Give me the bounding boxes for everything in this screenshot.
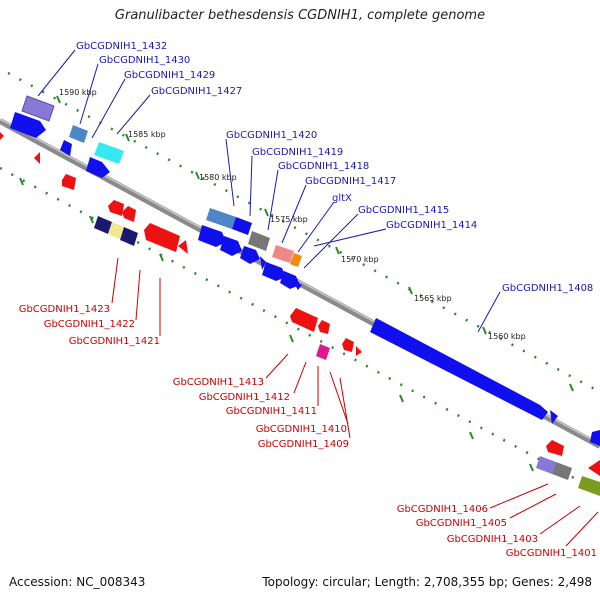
label-1406[interactable]: GbCGDNIH1_1406 <box>397 504 488 515</box>
map-title: Granulibacter bethesdensis CGDNIH1, comp… <box>114 8 486 23</box>
tick-track-upper <box>7 71 600 394</box>
gene-1418[interactable] <box>248 231 270 251</box>
label-1403[interactable]: GbCGDNIH1_1403 <box>447 534 538 545</box>
gene-rev-h[interactable] <box>356 346 362 356</box>
gene-1403[interactable] <box>578 476 600 496</box>
tick-label-1560: 1560 kbp <box>488 332 526 341</box>
forward-leaders <box>37 49 501 333</box>
label-1419[interactable]: GbCGDNIH1_1419 <box>252 147 343 158</box>
tick-label-1570: 1570 kbp <box>341 255 379 264</box>
label-1414[interactable]: GbCGDNIH1_1414 <box>386 220 477 231</box>
gene-rev-i[interactable] <box>546 440 564 456</box>
label-1401[interactable]: GbCGDNIH1_1401 <box>506 548 597 559</box>
major-ticks <box>19 95 574 472</box>
gene-rev-d[interactable] <box>108 200 124 216</box>
gene-fwd-g[interactable] <box>262 262 286 281</box>
gene-fwd-e[interactable] <box>240 246 260 264</box>
tick-label-1585: 1585 kbp <box>128 130 166 139</box>
label-1429[interactable]: GbCGDNIH1_1429 <box>124 70 215 81</box>
gene-rev-c[interactable] <box>62 174 76 190</box>
forward-gene-labels: GbCGDNIH1_1432 GbCGDNIH1_1430 GbCGDNIH1_… <box>76 41 593 294</box>
gene-fwd-c[interactable] <box>198 225 226 247</box>
gene-1427[interactable] <box>86 157 110 178</box>
gene-fwd-j[interactable] <box>590 430 600 446</box>
gene-1429[interactable] <box>94 142 124 164</box>
label-1411[interactable]: GbCGDNIH1_1411 <box>226 406 317 417</box>
tick-label-1590: 1590 kbp <box>59 88 97 97</box>
label-gltX[interactable]: gltX <box>332 193 352 204</box>
gene-rev-f[interactable] <box>178 240 188 254</box>
gene-1408[interactable] <box>370 318 548 420</box>
reverse-leaders <box>111 257 599 547</box>
tick-label-1575: 1575 kbp <box>270 215 308 224</box>
label-1423[interactable]: GbCGDNIH1_1423 <box>19 304 110 315</box>
gene-1413[interactable] <box>290 308 318 332</box>
label-1420[interactable]: GbCGDNIH1_1420 <box>226 130 317 141</box>
gene-rev-a[interactable] <box>0 132 4 140</box>
genome-summary: Topology: circular; Length: 2,708,355 bp… <box>262 575 592 589</box>
label-1432[interactable]: GbCGDNIH1_1432 <box>76 41 167 52</box>
accession-text: Accession: NC_008343 <box>9 575 146 589</box>
label-1427[interactable]: GbCGDNIH1_1427 <box>151 86 242 97</box>
label-1410[interactable]: GbCGDNIH1_1410 <box>256 424 347 435</box>
gene-rev-b[interactable] <box>34 152 40 164</box>
label-1415[interactable]: GbCGDNIH1_1415 <box>358 205 449 216</box>
gene-rev-e[interactable] <box>122 206 136 222</box>
label-1409[interactable]: GbCGDNIH1_1409 <box>258 439 349 450</box>
label-1418[interactable]: GbCGDNIH1_1418 <box>278 161 369 172</box>
gene-1423[interactable] <box>94 216 112 234</box>
gene-1410[interactable] <box>316 344 330 360</box>
gene-fwd-a[interactable] <box>10 112 46 138</box>
reverse-genes <box>0 132 600 496</box>
gene-rev-j[interactable] <box>588 460 600 476</box>
tick-label-1565: 1565 kbp <box>414 294 452 303</box>
label-1412[interactable]: GbCGDNIH1_1412 <box>199 392 290 403</box>
gene-1430[interactable] <box>69 125 88 143</box>
label-1405[interactable]: GbCGDNIH1_1405 <box>416 518 507 529</box>
gene-1421a[interactable] <box>120 227 138 246</box>
gene-1432[interactable] <box>21 95 55 122</box>
gene-1420[interactable] <box>206 208 236 229</box>
gene-rev-g[interactable] <box>318 320 330 334</box>
gene-1421[interactable] <box>144 223 180 252</box>
gene-fwd-b[interactable] <box>60 140 72 156</box>
gene-fwd-f[interactable] <box>260 256 266 270</box>
gene-1406[interactable] <box>536 456 556 474</box>
label-1421[interactable]: GbCGDNIH1_1421 <box>69 336 160 347</box>
gene-1422[interactable] <box>108 222 124 239</box>
label-1422[interactable]: GbCGDNIH1_1422 <box>44 319 135 330</box>
label-1413[interactable]: GbCGDNIH1_1413 <box>173 377 264 388</box>
gene-gltX[interactable] <box>290 253 302 267</box>
reverse-gene-labels: GbCGDNIH1_1423 GbCGDNIH1_1422 GbCGDNIH1_… <box>19 304 597 559</box>
forward-genes <box>10 95 600 446</box>
gene-1419[interactable] <box>232 217 252 235</box>
gene-1405[interactable] <box>552 462 572 480</box>
label-1408[interactable]: GbCGDNIH1_1408 <box>502 283 593 294</box>
gene-1415[interactable] <box>292 280 302 290</box>
gene-1417[interactable] <box>272 245 294 263</box>
gene-1409[interactable] <box>342 338 354 352</box>
tick-label-1580: 1580 kbp <box>199 173 237 182</box>
gene-fwd-d[interactable] <box>220 236 242 256</box>
label-1417[interactable]: GbCGDNIH1_1417 <box>305 176 396 187</box>
gene-fwd-i[interactable] <box>550 410 558 424</box>
label-1430[interactable]: GbCGDNIH1_1430 <box>99 55 190 66</box>
